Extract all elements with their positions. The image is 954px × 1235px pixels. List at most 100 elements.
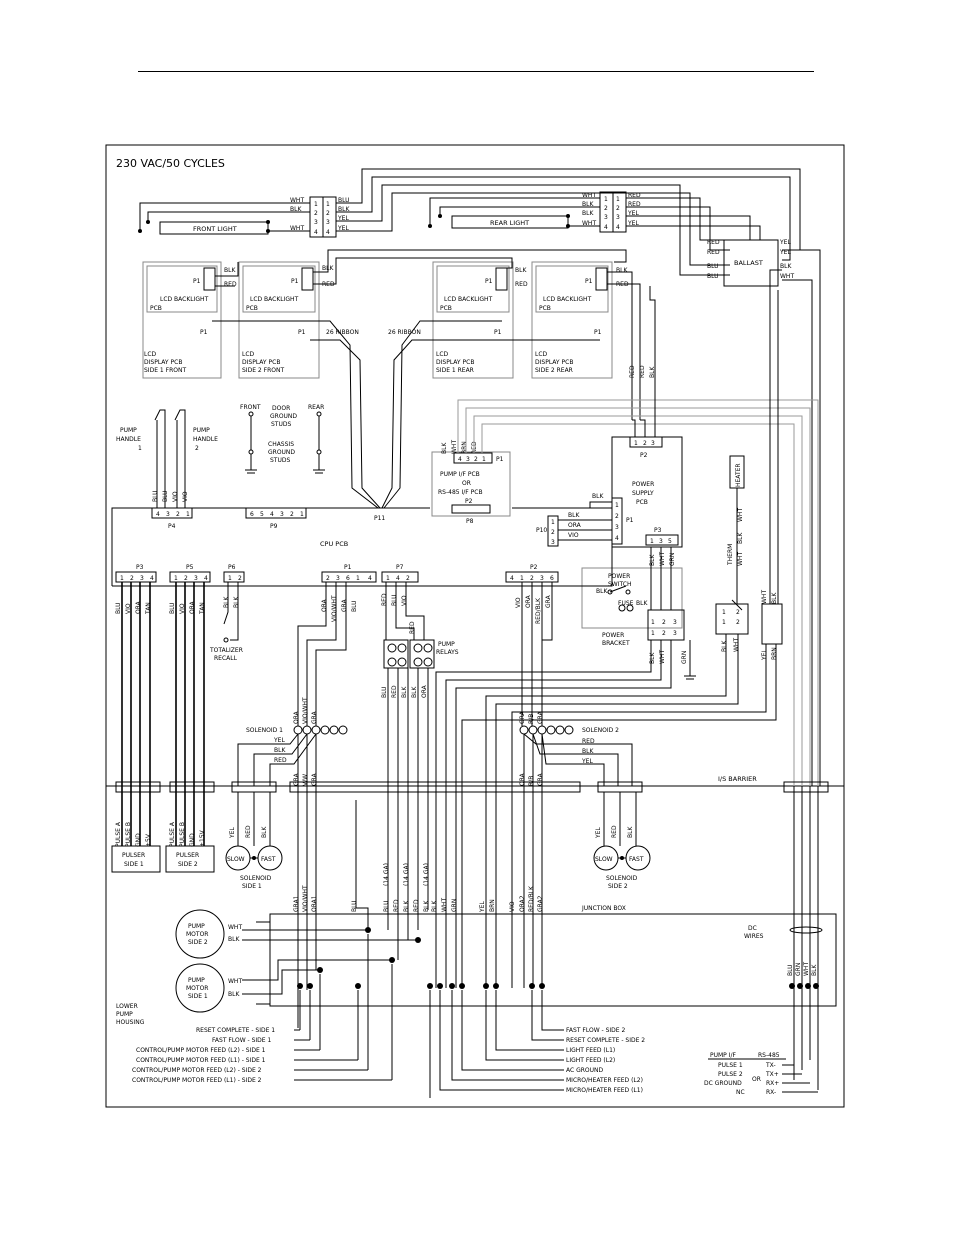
svg-text:BLK: BLK	[737, 532, 744, 544]
svg-text:3: 3	[651, 440, 655, 447]
svg-text:WHT: WHT	[228, 924, 242, 931]
svg-text:P5: P5	[186, 564, 194, 571]
svg-text:PULSE B: PULSE B	[179, 822, 186, 847]
svg-text:4: 4	[270, 511, 274, 518]
solenoid-side-1: YEL RED BLK SLOW FAST SOLENOID SIDE 1	[225, 792, 283, 890]
svg-text:YEL: YEL	[761, 649, 768, 661]
svg-text:CONTROL/PUMP MOTOR FEED (L2) -: CONTROL/PUMP MOTOR FEED (L2) - SIDE 2	[132, 1067, 262, 1074]
svg-text:2: 2	[662, 619, 666, 626]
svg-text:GRA: GRA	[537, 772, 544, 786]
svg-text:SIDE 2: SIDE 2	[608, 883, 628, 890]
svg-text:YEL: YEL	[337, 215, 349, 222]
svg-text:1: 1	[326, 201, 330, 208]
svg-text:ORA: ORA	[525, 594, 532, 608]
svg-text:2: 2	[736, 619, 740, 626]
svg-text:4: 4	[150, 575, 154, 582]
svg-text:6: 6	[346, 575, 350, 582]
svg-text:BLK: BLK	[582, 748, 594, 755]
svg-text:PULSE 2: PULSE 2	[718, 1071, 743, 1078]
svg-text:4: 4	[510, 575, 514, 582]
svg-text:LIGHT FEED (L1): LIGHT FEED (L1)	[566, 1047, 615, 1054]
svg-text:CONTROL/PUMP MOTOR FEED (L1) -: CONTROL/PUMP MOTOR FEED (L1) - SIDE 1	[136, 1057, 266, 1064]
svg-text:2: 2	[643, 440, 647, 447]
svg-text:BLK: BLK	[616, 267, 628, 274]
svg-text:3: 3	[615, 524, 619, 531]
svg-text:RED: RED	[274, 757, 287, 764]
svg-text:RED: RED	[322, 281, 335, 288]
svg-text:LIGHT FEED (L2): LIGHT FEED (L2)	[566, 1057, 615, 1064]
svg-text:CONTROL/PUMP MOTOR FEED (L1) -: CONTROL/PUMP MOTOR FEED (L1) - SIDE 2	[132, 1077, 262, 1084]
svg-text:YEL: YEL	[627, 220, 639, 227]
svg-text:BLK: BLK	[441, 442, 448, 454]
svg-text:BLK: BLK	[338, 206, 350, 213]
svg-text:P1: P1	[485, 278, 493, 285]
svg-text:DOOR: DOOR	[272, 405, 290, 412]
svg-text:BLK: BLK	[401, 686, 408, 698]
svg-text:SIDE 1 FRONT: SIDE 1 FRONT	[144, 367, 186, 374]
pump-if-pcb: 4 3 2 1 P1 PUMP I/F PCB OR RS-485 I/F PC…	[431, 399, 819, 786]
svg-text:WHT: WHT	[780, 273, 794, 280]
svg-text:2: 2	[176, 511, 180, 518]
svg-text:BRACKET: BRACKET	[602, 640, 630, 647]
svg-text:WHT: WHT	[733, 638, 740, 652]
svg-text:YEL: YEL	[337, 225, 349, 232]
svg-text:2: 2	[662, 630, 666, 637]
svg-text:5: 5	[260, 511, 264, 518]
svg-text:SIDE 2 REAR: SIDE 2 REAR	[535, 367, 573, 374]
svg-text:BLK: BLK	[322, 265, 334, 272]
rear-light	[451, 215, 569, 229]
svg-text:RED: RED	[582, 738, 595, 745]
header-rule	[138, 71, 814, 72]
svg-text:R/B: R/B	[528, 776, 535, 786]
svg-text:SWITCH: SWITCH	[608, 581, 632, 588]
svg-text:26 RIBBON: 26 RIBBON	[388, 329, 421, 336]
svg-text:PULSE 1: PULSE 1	[718, 1062, 743, 1069]
svg-text:BLK: BLK	[223, 596, 230, 608]
svg-text:PUMP: PUMP	[188, 977, 205, 984]
svg-text:SOLENOID: SOLENOID	[606, 875, 638, 882]
svg-text:1: 1	[314, 201, 318, 208]
svg-text:HANDLE: HANDLE	[116, 436, 141, 443]
svg-text:2: 2	[130, 575, 134, 582]
svg-text:BRN: BRN	[771, 647, 778, 660]
svg-text:BLK: BLK	[771, 592, 778, 604]
svg-text:2: 2	[195, 445, 199, 452]
svg-text:BRN: BRN	[461, 441, 468, 454]
svg-text:P1: P1	[291, 278, 299, 285]
svg-text:RED: RED	[413, 899, 420, 912]
svg-text:RS-485 I/F PCB: RS-485 I/F PCB	[438, 489, 483, 496]
svg-text:HOUSING: HOUSING	[116, 1019, 145, 1026]
svg-text:RED: RED	[628, 192, 641, 199]
svg-text:2: 2	[551, 529, 555, 536]
svg-text:BLU: BLU	[381, 686, 388, 698]
svg-text:RESET COMPLETE - SIDE 2: RESET COMPLETE - SIDE 2	[566, 1037, 645, 1044]
junction-wire-labels: GRA1 VIO/WHT ORA1 BLU BLU (14 GA) RED BL…	[293, 863, 626, 913]
svg-text:BLK: BLK	[627, 826, 634, 838]
svg-text:RX+: RX+	[766, 1080, 779, 1087]
svg-text:1: 1	[604, 196, 608, 203]
right-feed-lines: FAST FLOW - SIDE 2 RESET COMPLETE - SIDE…	[429, 990, 645, 1098]
svg-text:4: 4	[604, 224, 608, 231]
svg-text:PCB: PCB	[440, 305, 452, 312]
svg-text:PUMP: PUMP	[116, 1011, 133, 1018]
svg-text:3: 3	[673, 630, 677, 637]
svg-text:P1: P1	[494, 329, 502, 336]
svg-text:4: 4	[396, 575, 400, 582]
svg-text:SIDE 1: SIDE 1	[188, 993, 208, 1000]
svg-text:BLK: BLK	[649, 554, 656, 566]
totalizer-label: TOTALIZER	[209, 647, 243, 654]
svg-text:2: 2	[184, 575, 188, 582]
svg-text:DISPLAY PCB: DISPLAY PCB	[535, 359, 573, 366]
svg-text:+5V: +5V	[145, 833, 152, 847]
svg-text:GND: GND	[189, 833, 196, 847]
svg-text:MICRO/HEATER FEED (L2): MICRO/HEATER FEED (L2)	[566, 1077, 643, 1084]
svg-text:2: 2	[736, 609, 740, 616]
svg-text:3: 3	[616, 214, 620, 221]
heater-label: HEATER	[735, 463, 742, 487]
svg-text:LCD: LCD	[535, 351, 548, 358]
svg-text:RECALL: RECALL	[214, 655, 238, 662]
ballast	[723, 239, 779, 287]
svg-text:P6: P6	[228, 564, 236, 571]
svg-text:YEL: YEL	[581, 758, 593, 765]
svg-text:6: 6	[250, 511, 254, 518]
